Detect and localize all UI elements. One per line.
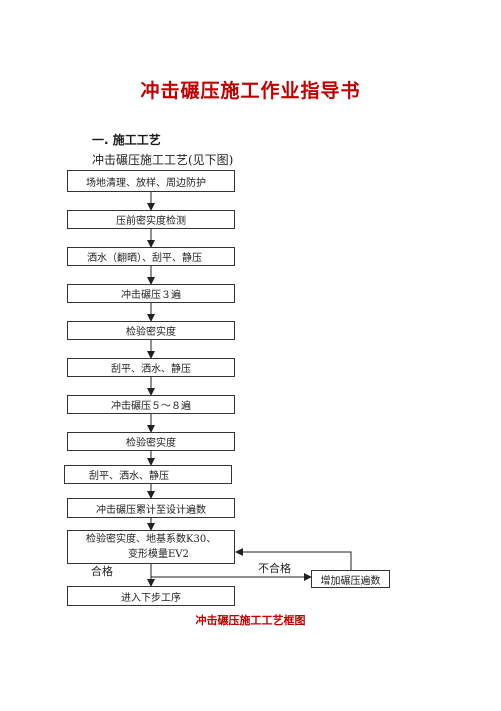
add-passes-box: 增加碾压遍数 bbox=[311, 570, 390, 588]
flow-step-10: 冲击碾压累计至设计遍数 bbox=[67, 498, 235, 518]
flow-step-8: 检验密实度 bbox=[67, 432, 235, 451]
flow-step-7: 冲击碾压５～８遍 bbox=[67, 395, 235, 414]
flow-step-2: 压前密实度检测 bbox=[67, 210, 235, 229]
fail-label: 不合格 bbox=[258, 562, 291, 575]
flow-step-1: 场地清理、放样、周边防护 bbox=[67, 170, 235, 192]
check-line-1: 检验密实度、地基系数K30、 bbox=[86, 534, 217, 545]
intro-text: 冲击碾压施工工艺(见下图) bbox=[92, 153, 234, 167]
check-quality-box: 检验密实度、地基系数K30、 变形模量EV2 bbox=[67, 530, 235, 564]
document-title: 冲击碾压施工作业指导书 bbox=[140, 80, 361, 102]
pass-label: 合格 bbox=[91, 565, 113, 578]
retry-arrow bbox=[235, 548, 352, 570]
figure-caption: 冲击碾压施工工艺框图 bbox=[195, 614, 306, 627]
check-line-2: 变形模量EV2 bbox=[128, 549, 189, 560]
flow-step-9: 刮平、洒水、静压 bbox=[64, 465, 232, 484]
next-process-box: 进入下步工序 bbox=[67, 586, 235, 606]
section-heading: 一. 施工工艺 bbox=[92, 133, 161, 147]
flow-step-4: 冲击碾压３遍 bbox=[67, 284, 235, 303]
flow-step-6: 刮平、洒水、静压 bbox=[67, 358, 235, 377]
flow-step-5: 检验密实度 bbox=[67, 321, 235, 340]
flow-step-3: 洒水（翻晒）、刮平、静压 bbox=[67, 247, 235, 266]
